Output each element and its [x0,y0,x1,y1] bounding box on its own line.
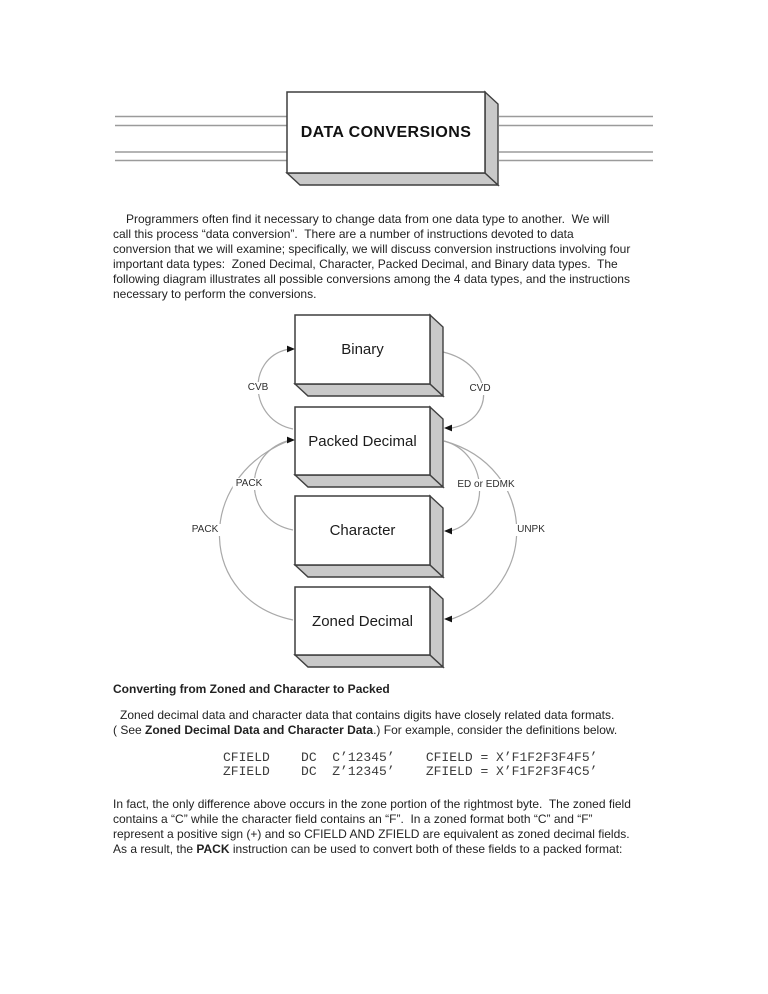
paragraph-line: represent a positive sign (+) and so CFI… [113,827,630,841]
code-line-cfield: CFIELD DC C’12345’ CFIELD = X’F1F2F3F4F5… [223,750,598,765]
ed-or-edmk-arrowhead [444,527,452,535]
title-3d-box [285,90,500,187]
text-run: ( See [113,723,146,737]
diagram-node-zoned-decimal: Zoned Decimal [312,612,413,630]
binary-box-front-face [294,314,431,385]
page-title: DATA CONVERSIONS [300,123,472,141]
intro-paragraph: Programmers often find it necessary to c… [113,212,630,302]
character-box-front-face [294,495,431,566]
zoned-box-bottom-face [293,654,445,668]
arrow-label-pack-from-character: PACK [232,478,266,490]
paragraph-line: Programmers often find it necessary to c… [126,212,610,226]
paragraph-line: ( See Zoned Decimal Data and Character D… [113,723,617,738]
character-3d-box [293,494,445,579]
title-box-bottom-face [285,172,500,186]
paragraph-line: conversion that we will examine; specifi… [113,242,631,256]
closing-paragraph: In fact, the only difference above occur… [113,797,631,857]
zoned-box-front-face [294,586,431,656]
binary-box-right-face [429,313,444,398]
header-rules-left [115,115,287,162]
text-run: .) For example, consider the definitions… [373,723,618,737]
packed-box-front-face [294,406,431,476]
character-box-bottom-face [293,564,445,578]
character-box-right-face [429,494,444,579]
pack-from-zoned-curve [218,440,294,621]
paragraph-line: following diagram illustrates all possib… [113,272,630,286]
arrow-label-ed-or-edmk: ED or EDMK [454,479,518,491]
paragraph-line: call this process “data conversion”. The… [113,227,574,241]
paragraph-line: necessary to perform the conversions. [113,287,317,301]
diagram-node-binary: Binary [341,341,384,358]
diagram-node-packed-decimal: Packed Decimal [308,432,417,450]
packed-box-right-face [429,405,444,489]
arrow-label-unpk: UNPK [514,524,548,536]
text-run: As a result, the [113,842,197,856]
pack-arrowhead [287,436,295,444]
paragraph-line: Zoned decimal data and character data th… [120,708,615,722]
zoned-box-right-face [429,585,444,669]
binary-box-bottom-face [293,383,445,397]
title-box-right-face [484,90,499,187]
packed-box-bottom-face [293,474,445,488]
section-heading: Converting from Zoned and Character to P… [113,682,390,696]
binary-3d-box [293,313,445,398]
arrow-label-cvb: CVB [244,382,272,394]
paragraph-line: In fact, the only difference above occur… [113,797,631,811]
bold-text-run: PACK [196,842,230,856]
arrow-label-pack-from-zoned: PACK [188,524,222,536]
arrow-label-cvd: CVD [466,383,494,395]
diagram-node-character: Character [329,522,396,539]
paragraph-line: As a result, the PACK instruction can be… [113,842,631,857]
cvd-arrowhead [444,424,452,432]
packed-decimal-3d-box [293,405,445,489]
header-rules-right [499,115,653,162]
code-sample: CFIELD DC C’12345’ CFIELD = X’F1F2F3F4F5… [223,751,597,779]
title-box-front-face [286,91,486,174]
zoned-decimal-3d-box [293,585,445,669]
bold-text-run: Zoned Decimal Data and Character Data [145,723,374,737]
paragraph-line: contains a “C” while the character field… [113,812,593,826]
section-paragraph: Zoned decimal data and character data th… [113,708,617,738]
unpk-arrowhead [444,615,452,623]
cvb-arrowhead [287,345,295,353]
text-run: instruction can be used to convert both … [229,842,623,856]
paragraph-line: important data types: Zoned Decimal, Cha… [113,257,618,271]
code-line-zfield: ZFIELD DC Z’12345’ ZFIELD = X’F1F2F3F4C5… [223,764,598,779]
